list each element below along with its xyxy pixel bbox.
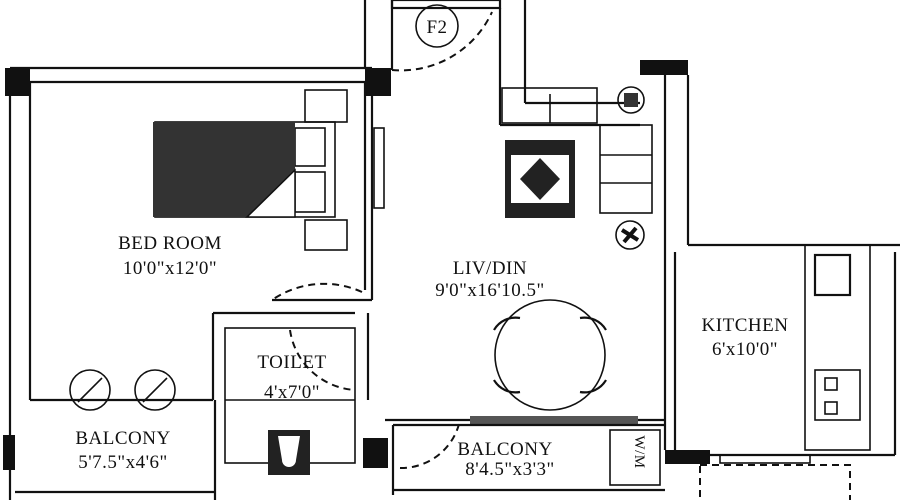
- bedroom-size: 10'0"x12'0": [123, 258, 217, 279]
- sofa-icon: [501, 87, 653, 214]
- washing-machine-box: [609, 429, 661, 486]
- living-name: LIV/DIN: [453, 258, 527, 279]
- stove-icon: [814, 369, 861, 421]
- living-dining: LIV/DIN 9'0"x16'10.5": [385, 60, 690, 450]
- plant-icon: [615, 220, 645, 250]
- toilet-size: 4'x7'0": [264, 382, 320, 403]
- living-size: 9'0"x16'10.5": [435, 280, 545, 301]
- flat-number-label: F2: [426, 17, 447, 38]
- kitchen-utility-outline: [699, 464, 851, 500]
- toilet-door-swing: [289, 329, 356, 391]
- tv-icon: [617, 86, 645, 114]
- balcony-bottom: W/M BALCONY 8'4.5"x3'3": [363, 419, 665, 495]
- kitchen-name: KITCHEN: [702, 315, 789, 336]
- dining-table-icon: [493, 299, 607, 411]
- flat-number-circle: [415, 4, 459, 48]
- sink-icon: [813, 253, 852, 297]
- toilet: TOILET 4'x7'0": [211, 311, 370, 475]
- balcony-left: BALCONY 5'7.5"x4'6": [3, 369, 217, 500]
- entry-corridor: F2: [363, 0, 640, 127]
- bedroom: BED ROOM 10'0"x12'0": [5, 66, 391, 500]
- kitchen: KITCHEN 6'x10'0": [665, 243, 900, 500]
- kitchen-size: 6'x10'0": [712, 339, 778, 360]
- balcony-left-name: BALCONY: [75, 428, 170, 449]
- washing-machine-label: W/M: [631, 435, 647, 468]
- balcony-bottom-name: BALCONY: [457, 439, 552, 460]
- ac-unit-icon: [134, 369, 176, 411]
- wardrobe-icon: [373, 127, 385, 209]
- balcony-bottom-size: 8'4.5"x3'3": [465, 459, 555, 480]
- entry-door-swing: [391, 11, 493, 72]
- rug-icon: [505, 140, 575, 218]
- bed-icon: [153, 89, 348, 251]
- bedroom-door-swing: [271, 282, 363, 301]
- balcony-door-swing: [399, 419, 461, 470]
- ac-unit-icon: [69, 369, 111, 411]
- toilet-name: TOILET: [257, 352, 326, 373]
- balcony-left-size: 5'7.5"x4'6": [78, 452, 168, 473]
- bedroom-name: BED ROOM: [118, 233, 222, 254]
